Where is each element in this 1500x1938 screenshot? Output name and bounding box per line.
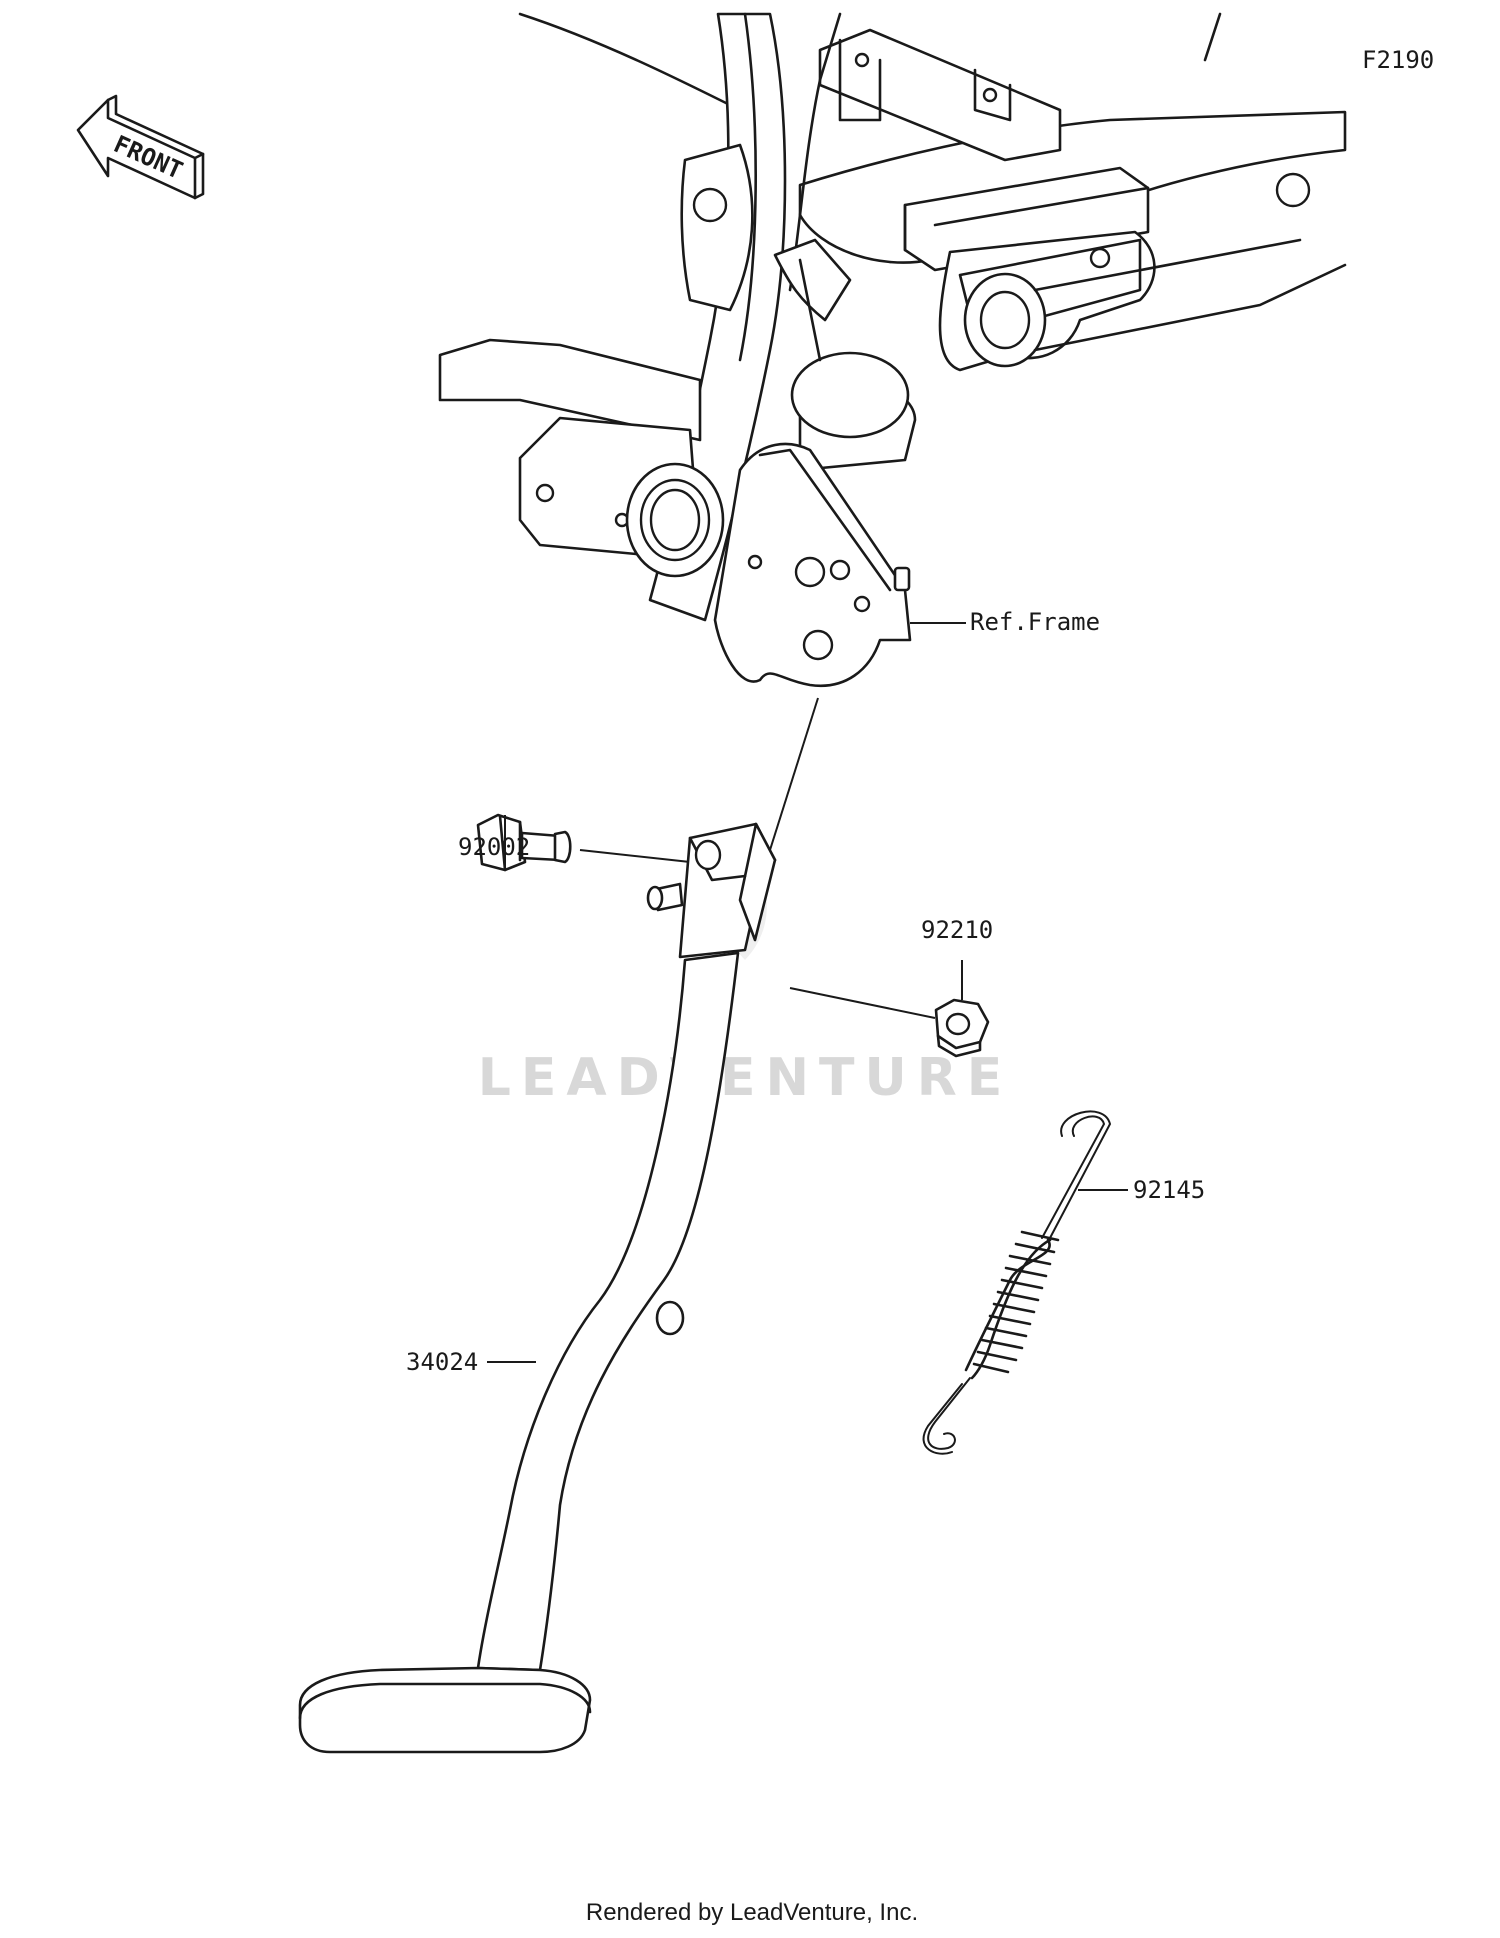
diagram-code: F2190 <box>1362 46 1434 74</box>
part-92002-label: 92002 <box>458 833 530 861</box>
front-arrow-icon: FRONT <box>76 94 205 200</box>
nut-assembly-line <box>789 987 936 1019</box>
part-92145-spring <box>922 1110 1112 1455</box>
ref-frame-label: Ref.Frame <box>970 608 1100 636</box>
part-92210-nut <box>934 998 990 1058</box>
part-34024-side-stand <box>298 822 777 1754</box>
frame-assembly <box>438 12 1347 688</box>
part-92002-bolt <box>476 813 572 872</box>
watermark-text: LEADVENTURE <box>478 1048 1013 1108</box>
footer-credit: Rendered by LeadVenture, Inc. <box>586 1899 918 1926</box>
bolt-assembly-line <box>579 849 691 863</box>
part-34024-label: 34024 <box>406 1348 478 1376</box>
part-92210-label: 92210 <box>921 916 993 944</box>
part-92145-label: 92145 <box>1133 1176 1205 1204</box>
